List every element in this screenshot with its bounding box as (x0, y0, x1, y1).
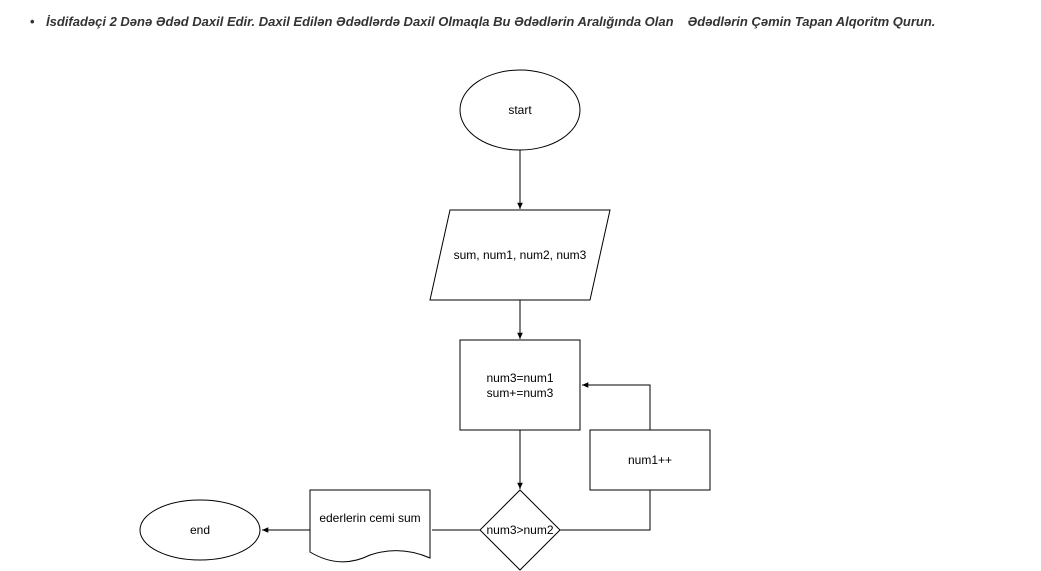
decision-label: num3>num2 (486, 523, 553, 537)
input-parallelogram (429, 209, 611, 301)
task-text-part2: Ədədlərin Çəmin Tapan Alqoritm Qurun. (687, 14, 936, 29)
bullet: • (30, 14, 35, 29)
task-statement: • İsdifadəçi 2 Dənə Ədəd Daxil Edir. Daxi… (30, 14, 935, 29)
connector-decision-to-increment (560, 490, 651, 531)
start-terminator (459, 69, 581, 151)
process-label-line1: num3=num1 (486, 371, 553, 385)
end-label: end (190, 523, 210, 537)
decision-diamond (479, 489, 561, 571)
process-box (459, 339, 581, 431)
output-label: ederlerin cemi sum (319, 511, 420, 525)
increment-label: num1++ (628, 453, 672, 467)
task-text-part1: İsdifadəçi 2 Dənə Ədəd Daxil Edir. Daxil… (46, 14, 674, 29)
process-label-line2: sum+=num3 (487, 386, 554, 400)
start-label: start (508, 103, 532, 117)
connector-increment-to-process (582, 382, 651, 430)
end-terminator (139, 499, 261, 561)
input-label: sum, num1, num2, num3 (454, 248, 587, 262)
output-document (309, 489, 431, 563)
increment-box (589, 429, 711, 491)
